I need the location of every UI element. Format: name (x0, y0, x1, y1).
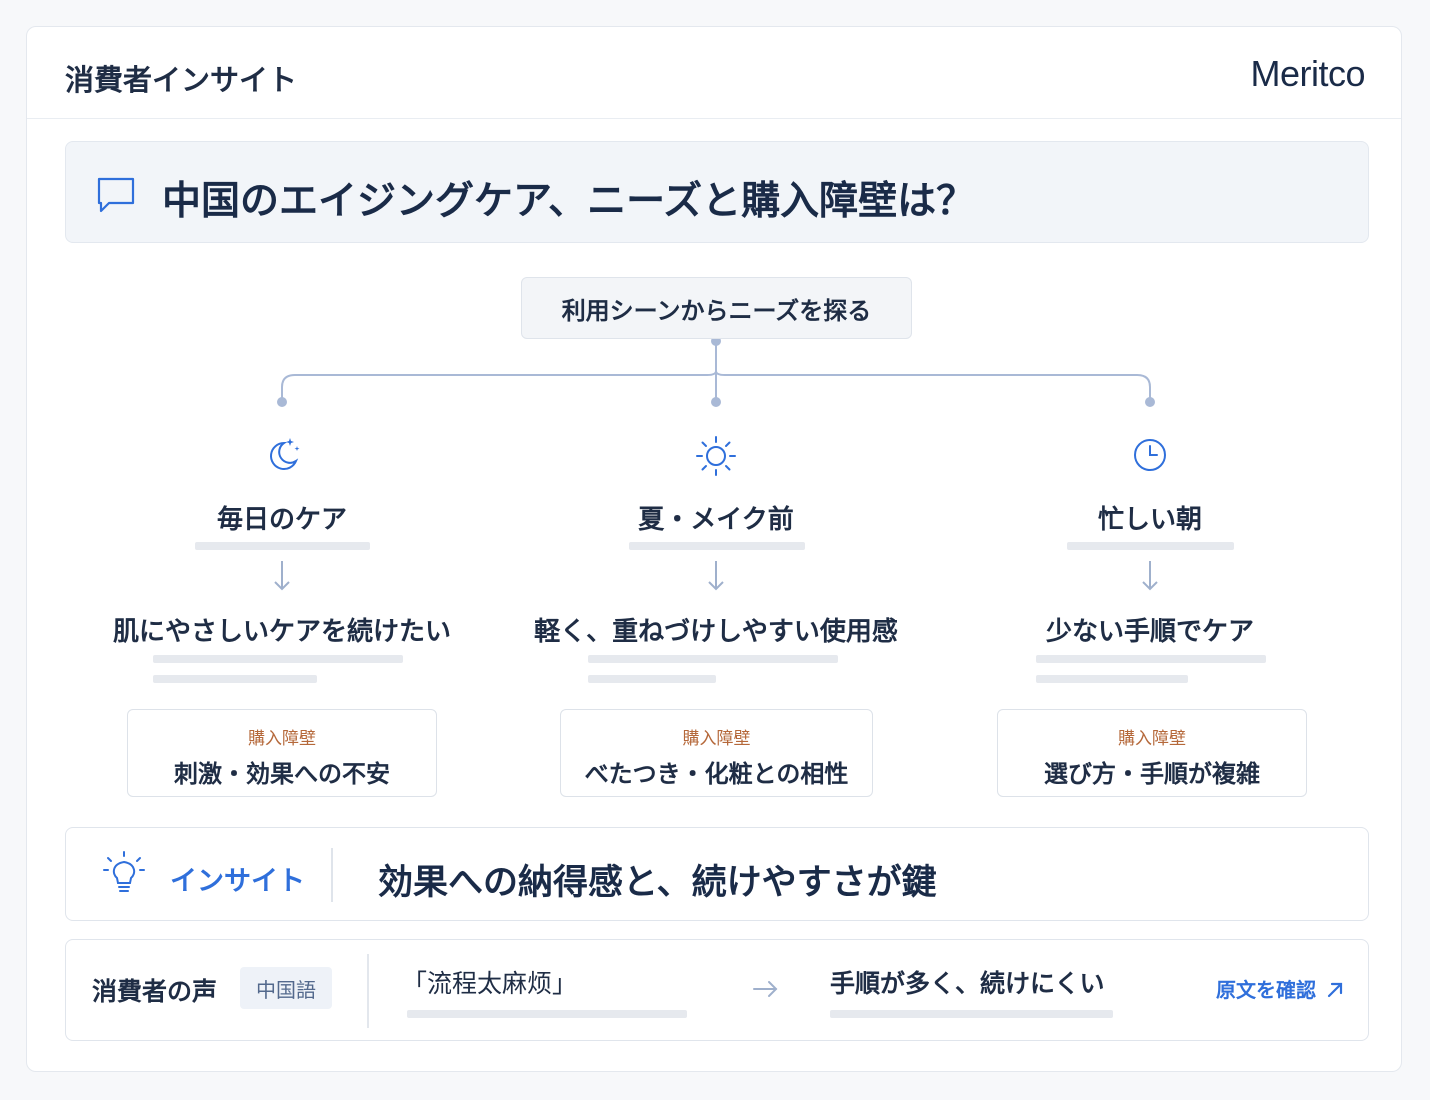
barrier-card: 購入障壁 選び方・手順が複雑 (997, 709, 1307, 797)
translated-quote: 手順が多く、続けにくい (830, 969, 1105, 998)
insight-text: 効果への納得感と、続けやすさが鍵 (378, 863, 937, 903)
barrier-label: 購入障壁 (682, 729, 751, 749)
view-source-link[interactable]: 原文を確認 (1216, 974, 1344, 1004)
need-text: 少ない手順でケア (1045, 617, 1254, 647)
placeholder-bar (588, 675, 716, 683)
page-title: 消費者インサイト (65, 63, 298, 97)
moon-sparkle-icon (262, 435, 302, 479)
sun-icon (695, 435, 737, 481)
barrier-label: 購入障壁 (1118, 729, 1186, 749)
divider (331, 848, 333, 902)
external-link-icon (1326, 980, 1344, 1004)
placeholder-bar (153, 655, 403, 663)
placeholder-bar (195, 542, 370, 550)
voice-label: 消費者の声 (92, 977, 218, 1006)
consumer-voice-row: 消費者の声 中国語 「流程太麻烦」 手順が多く、続けにくい 原文を確認 (65, 939, 1369, 1041)
placeholder-bar (588, 655, 838, 663)
insight-label: インサイト (170, 866, 305, 897)
clock-icon (1130, 435, 1170, 479)
need-text: 軽く、重ねづけしやすい使用感 (534, 617, 898, 647)
placeholder-bar (1067, 542, 1234, 550)
question-banner: 中国のエイジングケア、ニーズと購入障壁は？ (65, 141, 1369, 243)
barrier-card: 購入障壁 刺激・効果への不安 (127, 709, 437, 797)
tree-connectors (277, 336, 1155, 407)
brand-logo: Meritco (1250, 53, 1365, 94)
language-badge: 中国語 (240, 967, 332, 1009)
placeholder-bar (407, 1010, 687, 1018)
barrier-text: べたつき・化粧との相性 (584, 760, 849, 788)
placeholder-bar (153, 675, 317, 683)
barrier-card: 購入障壁 べたつき・化粧との相性 (560, 709, 873, 797)
lightbulb-icon (102, 850, 146, 900)
root-node: 利用シーンからニーズを探る (521, 277, 912, 339)
need-text: 肌にやさしいケアを続けたい (112, 617, 451, 647)
placeholder-bar (1036, 675, 1188, 683)
down-arrow-icon (706, 559, 726, 597)
barrier-label: 購入障壁 (248, 729, 316, 749)
scene-title: 忙しい朝 (1097, 505, 1202, 535)
insight-banner: インサイト 効果への納得感と、続けやすさが鍵 (65, 827, 1369, 921)
original-quote: 「流程太麻烦」 (402, 969, 578, 998)
scene-title: 毎日のケア (216, 505, 347, 535)
card-header: 消費者インサイト Meritco (27, 27, 1401, 119)
barrier-text: 選び方・手順が複雑 (1044, 760, 1260, 788)
down-arrow-icon (272, 559, 292, 597)
right-arrow-icon (752, 978, 780, 1004)
insight-card: 消費者インサイト Meritco 中国のエイジングケア、ニーズと購入障壁は？ 利… (26, 26, 1402, 1072)
barrier-text: 刺激・効果への不安 (174, 760, 390, 788)
placeholder-bar (1036, 655, 1266, 663)
chat-bubble-icon (96, 176, 136, 218)
placeholder-bar (629, 542, 805, 550)
divider (367, 954, 369, 1028)
placeholder-bar (830, 1010, 1113, 1018)
scene-title: 夏・メイク前 (638, 505, 794, 535)
view-source-label: 原文を確認 (1216, 978, 1316, 1002)
question-text: 中国のエイジングケア、ニーズと購入障壁は？ (162, 179, 976, 224)
down-arrow-icon (1140, 559, 1160, 597)
